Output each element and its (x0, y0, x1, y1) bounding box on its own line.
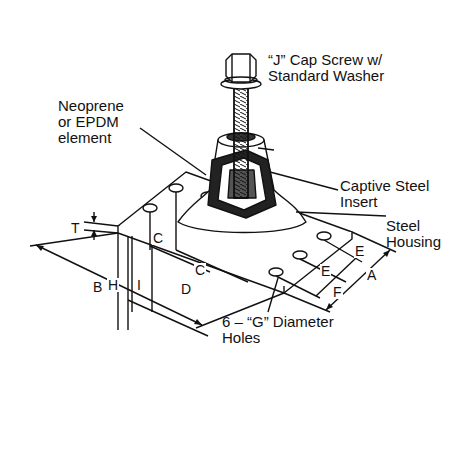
dimension-letter: D (180, 282, 192, 296)
holes-callout: 6 – “G” Diameter Holes (222, 314, 342, 346)
dimension-letter: C (194, 263, 206, 277)
housing-callout: Steel Housing (386, 218, 446, 250)
screw-callout: “J” Cap Screw w/ Standard Washer (268, 52, 408, 84)
dimension-letter: I (136, 278, 142, 292)
dimension-letter: E (320, 264, 331, 278)
dimension-letter: C (152, 231, 164, 245)
dimension-letter: A (366, 268, 377, 282)
dimension-letter: B (92, 280, 103, 294)
dimension-letter: T (70, 221, 81, 235)
insert-callout: Captive Steel Insert (340, 178, 442, 210)
material-callout: Neoprene or EPDM element (58, 98, 140, 146)
dimension-letter: F (332, 285, 343, 299)
dimension-letter: H (107, 278, 119, 292)
dimension-letter: E (354, 244, 365, 258)
